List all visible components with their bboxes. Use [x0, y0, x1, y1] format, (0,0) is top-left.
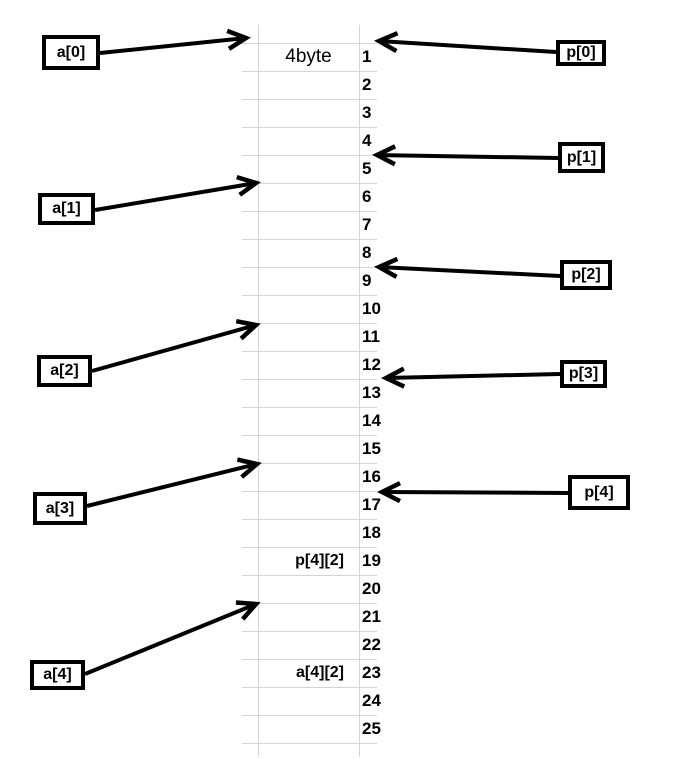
row-number-21: 21 — [362, 607, 381, 626]
pointer-box-a3: a[3] — [33, 492, 87, 525]
row-number-24: 24 — [362, 691, 381, 710]
arrow-p4-to-row-17 — [376, 481, 569, 504]
memory-column-right-border — [359, 25, 360, 757]
row-number-4: 4 — [362, 131, 372, 150]
arrow-p1-to-row-5 — [371, 144, 559, 167]
arrow-a3-to-row-16 — [86, 457, 262, 508]
row-number-13: 13 — [362, 383, 381, 402]
row-number-20: 20 — [362, 579, 381, 598]
row-number-10: 10 — [362, 299, 381, 318]
arrow-a2-to-row-11 — [91, 318, 261, 373]
cell-label-row-19: p[4][2] — [295, 552, 344, 569]
pointer-box-p1: p[1] — [558, 142, 605, 173]
row-number-19: 19 — [362, 551, 381, 570]
arrow-a4-to-row-21 — [84, 600, 261, 676]
pointer-box-a4: a[4] — [30, 660, 85, 690]
row-number-6: 6 — [362, 187, 372, 206]
arrow-a0-to-row-1 — [99, 28, 252, 55]
row-number-15: 15 — [362, 439, 381, 458]
pointer-box-a0-label: a[0] — [56, 43, 86, 61]
pointer-box-p3: p[3] — [560, 360, 607, 388]
row-number-1: 1 — [362, 47, 372, 66]
pointer-box-a2: a[2] — [37, 355, 92, 387]
cell-size-label: 4byte — [285, 46, 332, 67]
row-number-8: 8 — [362, 243, 372, 262]
pointer-box-p3-label: p[3] — [568, 365, 599, 382]
pointer-box-p0-label: p[0] — [566, 44, 596, 61]
row-number-7: 7 — [362, 215, 372, 234]
pointer-box-p1-label: p[1] — [566, 148, 597, 166]
memory-column-left-border — [258, 25, 259, 757]
pointer-box-p4: p[4] — [568, 475, 630, 510]
row-number-25: 25 — [362, 719, 381, 738]
pointer-box-a2-label: a[2] — [50, 362, 79, 379]
row-number-12: 12 — [362, 355, 381, 374]
row-number-23: 23 — [362, 663, 381, 682]
pointer-box-p0: p[0] — [556, 40, 606, 66]
row-number-14: 14 — [362, 411, 381, 430]
row-number-5: 5 — [362, 159, 372, 178]
row-number-3: 3 — [362, 103, 372, 122]
row-number-17: 17 — [362, 495, 381, 514]
pointer-box-p4-label: p[4] — [584, 483, 614, 501]
row-number-9: 9 — [362, 271, 372, 290]
row-number-16: 16 — [362, 467, 381, 486]
arrow-p3-to-row-13 — [380, 366, 561, 389]
arrow-p0-to-row-1 — [373, 31, 557, 54]
row-number-2: 2 — [362, 75, 372, 94]
arrow-p2-to-row-9 — [373, 256, 561, 279]
pointer-box-a1: a[1] — [38, 193, 95, 225]
pointer-box-p2-label: p[2] — [571, 266, 601, 283]
pointer-box-p2: p[2] — [560, 260, 612, 290]
row-number-22: 22 — [362, 635, 381, 654]
row-number-18: 18 — [362, 523, 381, 542]
memory-grid-horizontal-lines — [242, 43, 377, 744]
pointer-box-a3-label: a[3] — [45, 499, 75, 517]
arrow-a1-to-row-6 — [94, 174, 261, 212]
pointer-box-a0: a[0] — [42, 35, 100, 70]
row-number-11: 11 — [362, 327, 380, 346]
pointer-box-a1-label: a[1] — [52, 200, 81, 217]
pointer-box-a4-label: a[4] — [43, 666, 72, 683]
cell-label-row-23: a[4][2] — [295, 664, 344, 681]
